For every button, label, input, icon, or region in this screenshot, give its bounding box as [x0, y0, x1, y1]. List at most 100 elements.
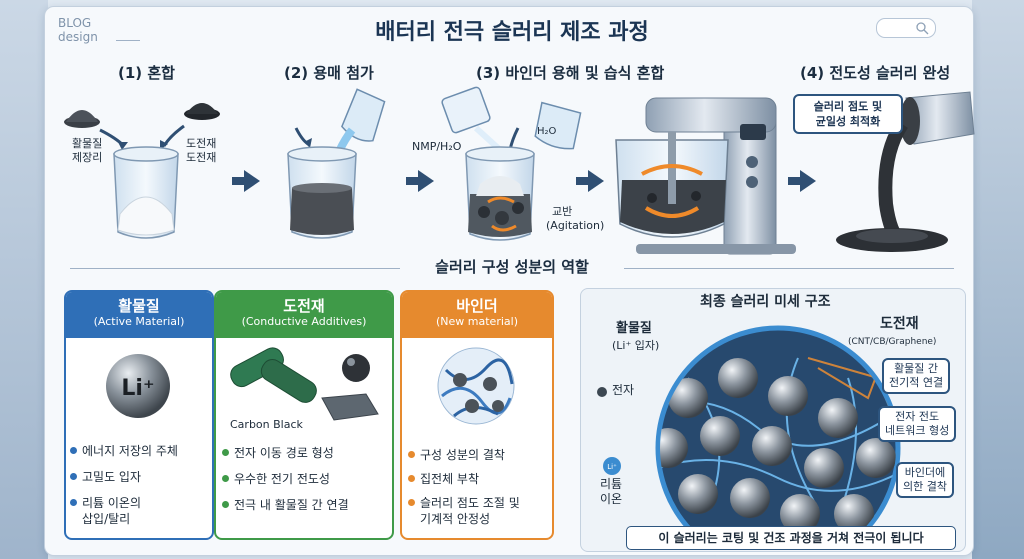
card-conductive-bullet-2-text: 우수한 전기 전도성: [234, 472, 330, 486]
li-ion-icon: Li⁺: [603, 457, 621, 475]
card-binder-subtitle: (New material): [436, 315, 518, 328]
arrow-1-shaft: [232, 177, 244, 185]
arrow-2-shaft: [406, 177, 418, 185]
blog-logo: BLOG design: [58, 16, 98, 44]
li-ion-badge-text: Li⁺: [607, 463, 617, 471]
card-conductive-bullet-3: 전극 내 활물질 간 연결: [222, 498, 349, 513]
pour-illustration: [836, 91, 975, 252]
card-conductive-title: 도전재: [283, 297, 325, 315]
bullet-dot: [222, 449, 229, 456]
card-binder-bullet-2: 집전체 부착: [408, 472, 479, 487]
step2-illustration: [287, 88, 386, 239]
micro-li-label: 리튬: [600, 477, 623, 491]
micro-box-c-line1: 바인더에: [904, 466, 946, 479]
step2-title: (2) 용매 첨가: [284, 64, 374, 82]
micro-box-a-line2: 전기적 연결: [889, 376, 944, 389]
bullet-dot: [70, 447, 77, 454]
card-conductive-bullet-2: 우수한 전기 전도성: [222, 472, 330, 487]
binder-image: [437, 347, 515, 425]
arrow-3-shaft: [576, 177, 588, 185]
step1-label-conductive: 도전재: [186, 137, 217, 150]
step4-callout-line2: 균일성 최적화: [815, 115, 881, 128]
background-left-lab: [0, 0, 48, 559]
bottom-note: 이 슬러리는 코팅 및 건조 과정을 거쳐 전극이 됩니다: [626, 526, 956, 550]
step3-label-agitation: 교반: [552, 205, 573, 218]
blog-logo-line1: BLOG: [58, 16, 92, 30]
card-conductive-subtitle: (Conductive Additives): [241, 315, 367, 328]
micro-electron-label: 전자: [612, 383, 635, 397]
bullet-dot: [70, 473, 77, 480]
arrow-3: [588, 170, 604, 192]
search-box[interactable]: [876, 18, 936, 38]
section-divider-left: [70, 268, 400, 269]
micro-conductive-label: 도전재: [880, 316, 919, 332]
micro-box-b-line1: 전자 전도: [895, 410, 940, 423]
micro-active-label: 활물질: [616, 321, 652, 336]
bullet-dot: [408, 499, 415, 506]
step4-callout: 슬러리 점도 및 균일성 최적화: [793, 94, 903, 134]
li-particle-image: Li⁺: [106, 354, 170, 418]
micro-active-sublabel: (Li⁺ 입자): [612, 339, 660, 352]
background-right-lab: [972, 0, 1024, 559]
micro-box-electrical-connection: 활물질 간 전기적 연결: [882, 358, 951, 394]
arrow-2: [418, 170, 434, 192]
microstructure-diagram: [655, 325, 901, 528]
section-title: 슬러리 구성 성분의 역할: [435, 258, 589, 276]
card-active-subtitle: (Active Material): [93, 315, 185, 328]
card-active-bullet-1: 에너지 저장의 주체: [70, 444, 178, 459]
arrow-1: [244, 170, 260, 192]
card-binder-bullet-3b: 기계적 안정성: [420, 512, 491, 526]
micro-box-b-line2: 네트워크 형성: [885, 424, 950, 437]
card-active-bullet-3b: 삽입/탈리: [82, 512, 131, 526]
card-active-title: 활물질: [118, 297, 160, 315]
mixer-illustration: [615, 97, 796, 255]
card-conductive: 도전재 (Conductive Additives): [214, 290, 394, 540]
arrow-4: [800, 170, 816, 192]
card-binder-bullet-2-text: 집전체 부착: [420, 472, 480, 486]
card-conductive-header: 도전재 (Conductive Additives): [216, 292, 392, 338]
step3-label-agitation-en: (Agitation): [546, 219, 605, 232]
conductive-image: [230, 347, 379, 421]
micro-li-label-2: 이온: [600, 492, 623, 506]
card-active-bullet-1-text: 에너지 저장의 주체: [82, 444, 178, 458]
process-illustration: [64, 86, 975, 255]
card-binder-bullet-1: 구성 성분의 결착: [408, 448, 505, 463]
bullet-dot: [408, 451, 415, 458]
step1-label-active: 활물질: [72, 137, 103, 150]
carbon-black-label: Carbon Black: [230, 418, 303, 431]
step1-title: (1) 혼합: [118, 64, 175, 82]
bullet-dot: [408, 475, 415, 482]
card-active-material: 활물질 (Active Material) Li⁺: [64, 290, 214, 540]
card-binder-bullet-3: 슬러리 점도 조절 및: [408, 496, 520, 511]
micro-box-c-line2: 의한 결착: [903, 480, 947, 493]
search-icon: [916, 22, 929, 35]
step4-title: (4) 전도성 슬러리 완성: [800, 64, 951, 82]
micro-box-binding: 바인더에 의한 결착: [896, 462, 954, 498]
page-title: 배터리 전극 슬러리 제조 과정: [375, 20, 649, 45]
card-binder-header: 바인더 (New material): [402, 292, 552, 338]
section-divider-right: [624, 268, 954, 269]
blog-logo-line2: design: [58, 30, 98, 44]
step1-label-active-2: 제장리: [72, 151, 103, 164]
bullet-dot: [70, 499, 77, 506]
card-conductive-bullet-1: 전자 이동 경로 형성: [222, 446, 334, 461]
li-badge: Li⁺: [121, 376, 154, 401]
step4-callout-line1: 슬러리 점도 및: [813, 100, 883, 113]
micro-conductive-sublabel: (CNT/CB/Graphene): [848, 337, 937, 347]
card-active-bullet-2-text: 고밀도 입자: [82, 470, 142, 484]
card-active-bullet-2: 고밀도 입자: [70, 470, 141, 485]
electron-dot-icon: [597, 387, 607, 397]
logo-underline: [116, 40, 140, 41]
bullet-dot: [222, 475, 229, 482]
card-active-bullet-3-text: 리튬 이온의: [82, 496, 142, 510]
card-conductive-bullet-1-text: 전자 이동 경로 형성: [234, 446, 334, 460]
card-binder-bullet-3-text: 슬러리 점도 조절 및: [420, 496, 520, 510]
step1-illustration: [64, 103, 220, 239]
card-active-bullet-3: 리튬 이온의: [70, 496, 141, 511]
step3-label-solvent: NMP/H₂O: [412, 140, 462, 153]
microstructure-title: 최종 슬러리 미세 구조: [700, 294, 831, 310]
card-binder: 바인더 (New material): [400, 290, 554, 540]
micro-box-a-line1: 활물질 간: [894, 362, 939, 375]
step3-illustration: [441, 86, 582, 241]
step1-label-conductive-2: 도전재: [186, 151, 217, 164]
